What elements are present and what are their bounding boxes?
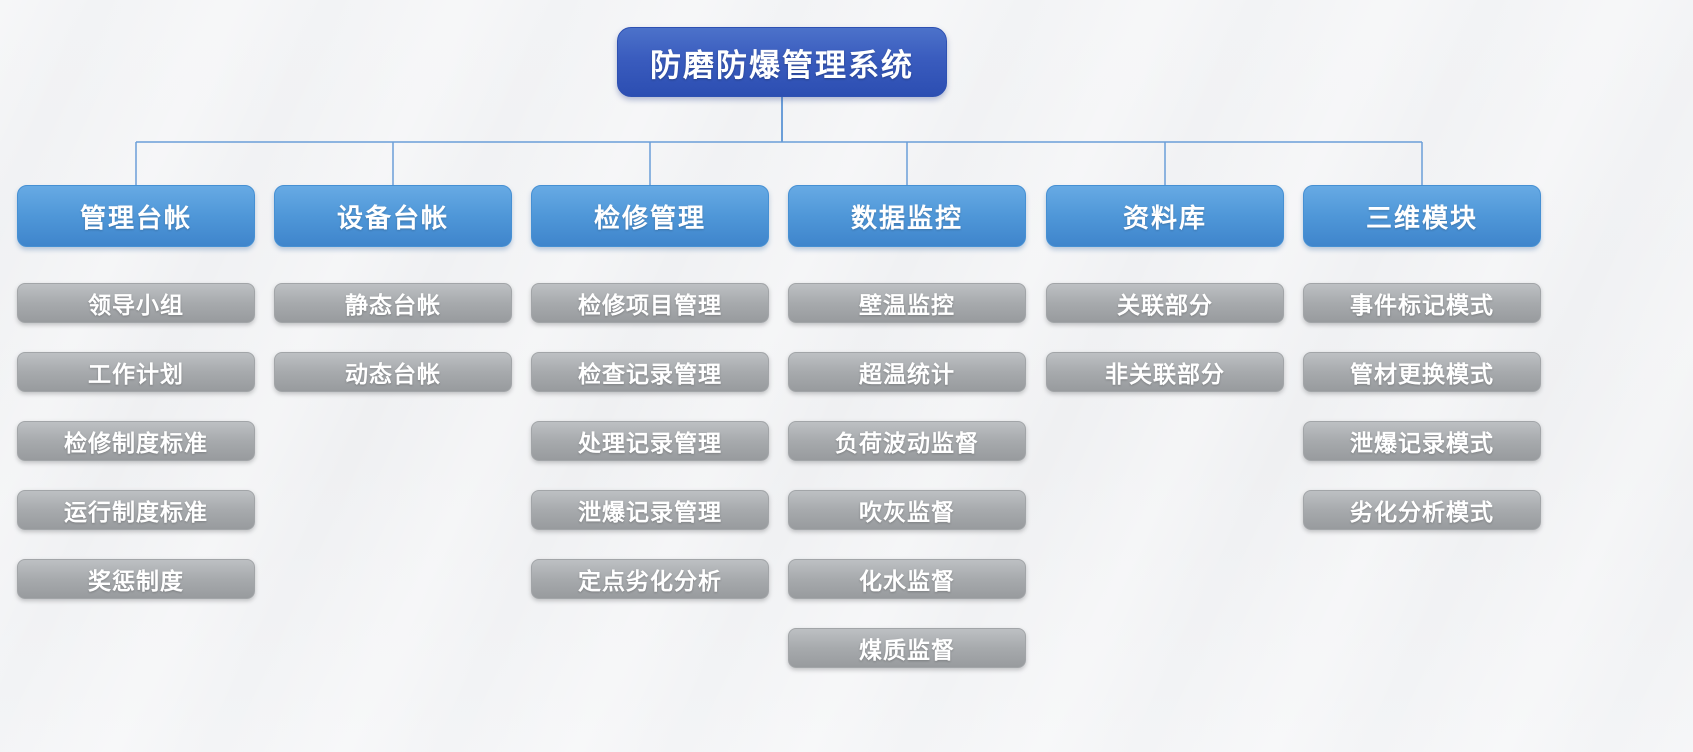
branch-header-data-monitoring: 数据监控: [788, 185, 1026, 247]
leaf-node-overhaul-management-2: 处理记录管理: [531, 421, 769, 461]
leaf-node-equipment-ledger-1: 动态台帐: [274, 352, 512, 392]
branch-header-overhaul-management: 检修管理: [531, 185, 769, 247]
leaf-node-data-monitoring-0: 壁温监控: [788, 283, 1026, 323]
leaf-node-three-d-module-3: 劣化分析模式: [1303, 490, 1541, 530]
branch-header-management-ledger: 管理台帐: [17, 185, 255, 247]
leaf-node-management-ledger-1: 工作计划: [17, 352, 255, 392]
leaf-node-data-monitoring-5: 煤质监督: [788, 628, 1026, 668]
leaf-node-data-monitoring-3: 吹灰监督: [788, 490, 1026, 530]
branch-header-repository: 资料库: [1046, 185, 1284, 247]
branch-header-equipment-ledger: 设备台帐: [274, 185, 512, 247]
leaf-node-management-ledger-3: 运行制度标准: [17, 490, 255, 530]
leaf-node-three-d-module-2: 泄爆记录模式: [1303, 421, 1541, 461]
leaf-node-three-d-module-1: 管材更换模式: [1303, 352, 1541, 392]
branch-header-three-d-module: 三维模块: [1303, 185, 1541, 247]
leaf-node-management-ledger-4: 奖惩制度: [17, 559, 255, 599]
leaf-node-three-d-module-0: 事件标记模式: [1303, 283, 1541, 323]
root-node: 防磨防爆管理系统: [617, 27, 947, 97]
leaf-node-overhaul-management-1: 检查记录管理: [531, 352, 769, 392]
leaf-node-equipment-ledger-0: 静态台帐: [274, 283, 512, 323]
leaf-node-repository-0: 关联部分: [1046, 283, 1284, 323]
leaf-node-data-monitoring-1: 超温统计: [788, 352, 1026, 392]
leaf-node-data-monitoring-4: 化水监督: [788, 559, 1026, 599]
leaf-node-overhaul-management-3: 泄爆记录管理: [531, 490, 769, 530]
leaf-node-management-ledger-0: 领导小组: [17, 283, 255, 323]
leaf-node-overhaul-management-0: 检修项目管理: [531, 283, 769, 323]
leaf-node-data-monitoring-2: 负荷波动监督: [788, 421, 1026, 461]
leaf-node-overhaul-management-4: 定点劣化分析: [531, 559, 769, 599]
leaf-node-repository-1: 非关联部分: [1046, 352, 1284, 392]
leaf-node-management-ledger-2: 检修制度标准: [17, 421, 255, 461]
